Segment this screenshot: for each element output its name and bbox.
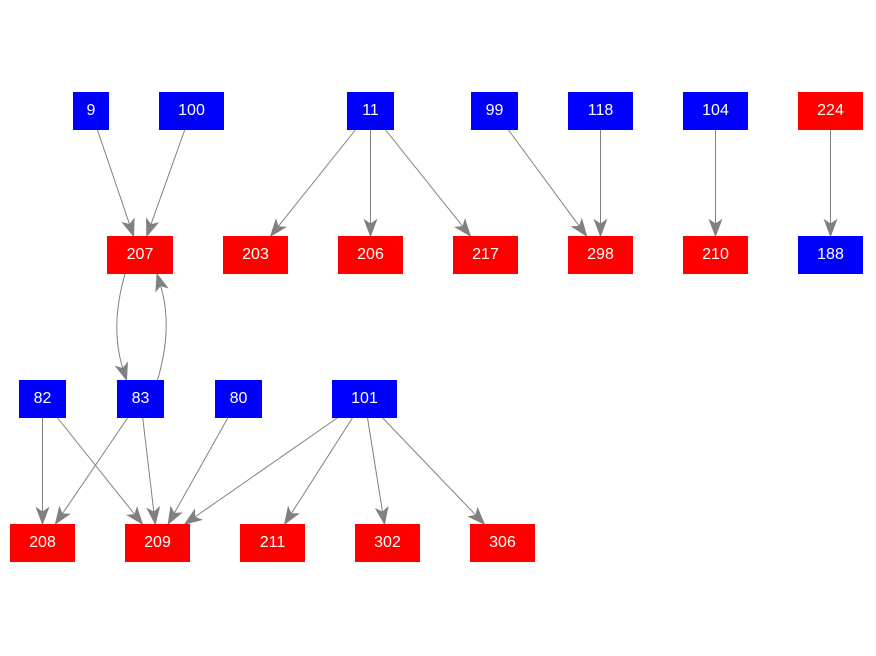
node-100[interactable]: 100 xyxy=(159,92,224,130)
edge-101-to-302 xyxy=(367,417,389,526)
edge-9-to-207 xyxy=(96,129,135,238)
edge-83-to-207 xyxy=(155,272,169,381)
node-83[interactable]: 83 xyxy=(117,380,164,418)
arrowhead-icon xyxy=(114,361,128,382)
node-298[interactable]: 298 xyxy=(568,236,633,274)
edge-line xyxy=(157,285,167,381)
node-217[interactable]: 217 xyxy=(453,236,518,274)
arrowhead-icon xyxy=(363,218,378,238)
arrowhead-icon xyxy=(454,218,472,238)
edge-line xyxy=(277,129,356,227)
edge-224-to-188 xyxy=(823,130,838,238)
edge-82-to-208 xyxy=(35,418,50,526)
edge-83-to-209 xyxy=(142,417,161,526)
arrowhead-icon xyxy=(467,506,486,526)
edge-line xyxy=(173,417,229,514)
edge-11-to-206 xyxy=(363,130,378,238)
edge-line xyxy=(508,129,580,227)
edge-11-to-217 xyxy=(385,129,472,238)
arrowhead-icon xyxy=(146,217,160,238)
node-9[interactable]: 9 xyxy=(73,92,109,130)
node-11[interactable]: 11 xyxy=(347,92,394,130)
arrowhead-icon xyxy=(593,218,608,238)
edge-207-to-83 xyxy=(114,273,128,382)
edge-118-to-298 xyxy=(593,130,608,238)
node-224[interactable]: 224 xyxy=(798,92,863,130)
arrowhead-icon xyxy=(374,505,389,526)
node-101[interactable]: 101 xyxy=(332,380,397,418)
edge-line xyxy=(150,129,186,225)
arrowhead-icon xyxy=(146,506,161,526)
edge-line xyxy=(290,417,353,515)
edge-line xyxy=(382,417,477,516)
node-207[interactable]: 207 xyxy=(107,236,173,274)
node-208[interactable]: 208 xyxy=(10,524,75,562)
node-99[interactable]: 99 xyxy=(471,92,518,130)
node-188[interactable]: 188 xyxy=(798,236,863,274)
node-211[interactable]: 211 xyxy=(240,524,305,562)
arrowhead-icon xyxy=(823,218,838,238)
arrowhead-icon xyxy=(269,218,287,238)
edge-line xyxy=(385,129,464,227)
edge-83-to-208 xyxy=(54,417,128,526)
arrowhead-icon xyxy=(708,218,723,238)
edge-line xyxy=(57,417,136,515)
edge-104-to-210 xyxy=(708,130,723,238)
arrowhead-icon xyxy=(54,505,71,526)
arrowhead-icon xyxy=(35,506,50,526)
edge-101-to-209 xyxy=(183,417,338,525)
node-80[interactable]: 80 xyxy=(215,380,262,418)
node-209[interactable]: 209 xyxy=(125,524,190,562)
edge-82-to-209 xyxy=(57,417,144,526)
node-118[interactable]: 118 xyxy=(568,92,633,130)
edge-101-to-211 xyxy=(283,417,353,526)
edge-line xyxy=(194,417,338,518)
node-206[interactable]: 206 xyxy=(338,236,403,274)
arrowhead-icon xyxy=(121,217,135,238)
node-104[interactable]: 104 xyxy=(683,92,748,130)
edge-line xyxy=(61,417,128,515)
edge-11-to-203 xyxy=(269,129,356,238)
edge-line xyxy=(96,129,131,225)
edge-99-to-298 xyxy=(508,129,588,238)
edge-100-to-207 xyxy=(146,129,186,238)
arrowhead-icon xyxy=(570,217,588,238)
edge-line xyxy=(142,417,155,513)
arrowhead-icon xyxy=(126,506,144,526)
arrowhead-icon xyxy=(167,505,183,526)
node-306[interactable]: 306 xyxy=(470,524,535,562)
edge-101-to-306 xyxy=(382,417,486,526)
arrowhead-icon xyxy=(183,508,203,525)
edge-line xyxy=(116,273,126,369)
node-203[interactable]: 203 xyxy=(223,236,288,274)
node-302[interactable]: 302 xyxy=(355,524,420,562)
arrowhead-icon xyxy=(155,272,169,293)
edge-80-to-209 xyxy=(167,417,229,526)
node-82[interactable]: 82 xyxy=(19,380,66,418)
node-210[interactable]: 210 xyxy=(683,236,748,274)
edge-line xyxy=(367,417,384,513)
arrowhead-icon xyxy=(283,505,300,526)
